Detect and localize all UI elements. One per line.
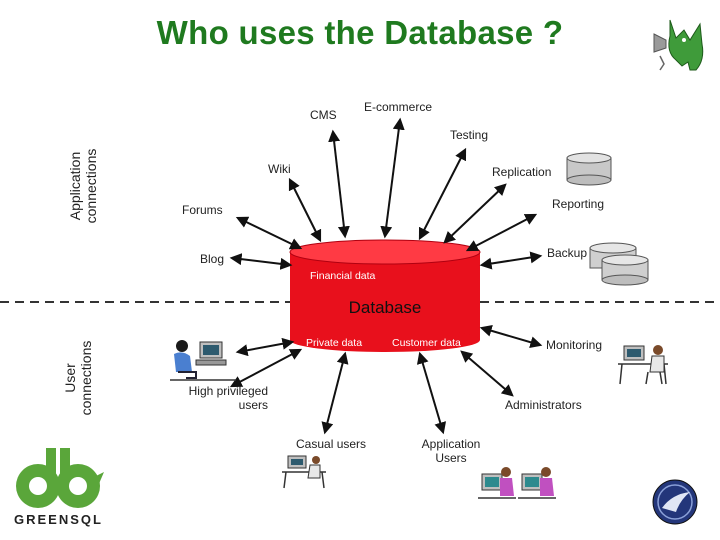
application-connections-text: Application connections	[67, 148, 99, 224]
arrow-administrators	[460, 350, 514, 397]
arrow-high-privileged	[235, 337, 295, 357]
greensql-logo-icon	[16, 448, 104, 508]
high-privileged-users-label: High privileged users	[188, 384, 268, 412]
arrow-ecommerce	[380, 117, 405, 239]
database-label: Database	[348, 298, 422, 317]
arrow-backup	[479, 251, 543, 270]
ecommerce-label: E-commerce	[364, 100, 433, 114]
monitoring-label: Monitoring	[546, 338, 603, 352]
mascot-icon	[653, 19, 704, 71]
casual-users-label: Casual users	[296, 437, 367, 451]
forums-label: Forums	[182, 203, 223, 217]
wiki-label: Wiki	[268, 162, 291, 176]
arrow-casual	[321, 351, 349, 435]
logo-text: GREENSQL	[14, 512, 103, 527]
backup-label: Backup	[547, 246, 588, 260]
arrow-replication	[443, 183, 507, 244]
arrow-cms	[328, 129, 350, 239]
high-privileged-user-icon	[170, 340, 236, 381]
application-connections-label: Application connections	[67, 96, 99, 276]
database-cylinder	[289, 239, 481, 352]
arrow-high-privileged-lower	[229, 348, 303, 388]
financial-data-label: Financial data	[310, 270, 376, 282]
user-connections-label: User connections	[62, 288, 94, 468]
replication-db-icon	[566, 152, 612, 186]
application-users-icon	[478, 467, 556, 499]
arrow-testing	[418, 147, 467, 241]
testing-label: Testing	[450, 128, 489, 142]
private-data-label: Private data	[306, 337, 363, 349]
emblem-icon	[652, 479, 698, 525]
arrow-forums	[235, 216, 303, 250]
administrators-label: Administrators	[505, 398, 582, 412]
casual-users-icon	[282, 455, 326, 489]
reporting-label: Reporting	[552, 197, 605, 211]
connection-arrows	[229, 117, 543, 435]
arrow-reporting	[465, 213, 538, 252]
arrow-blog	[229, 253, 293, 270]
arrow-monitoring	[479, 324, 543, 349]
backup-db-icon	[589, 242, 649, 286]
page-title: Who uses the Database ?	[156, 14, 564, 51]
application-users-label: Application Users	[421, 437, 481, 465]
arrow-application-users	[416, 351, 447, 435]
replication-label: Replication	[492, 165, 552, 179]
blog-label: Blog	[200, 252, 225, 266]
cms-label: CMS	[310, 108, 337, 122]
customer-data-label: Customer data	[392, 337, 461, 349]
user-connections-text: User connections	[62, 340, 94, 416]
arrow-wiki	[288, 177, 322, 243]
monitoring-user-icon	[618, 345, 668, 385]
